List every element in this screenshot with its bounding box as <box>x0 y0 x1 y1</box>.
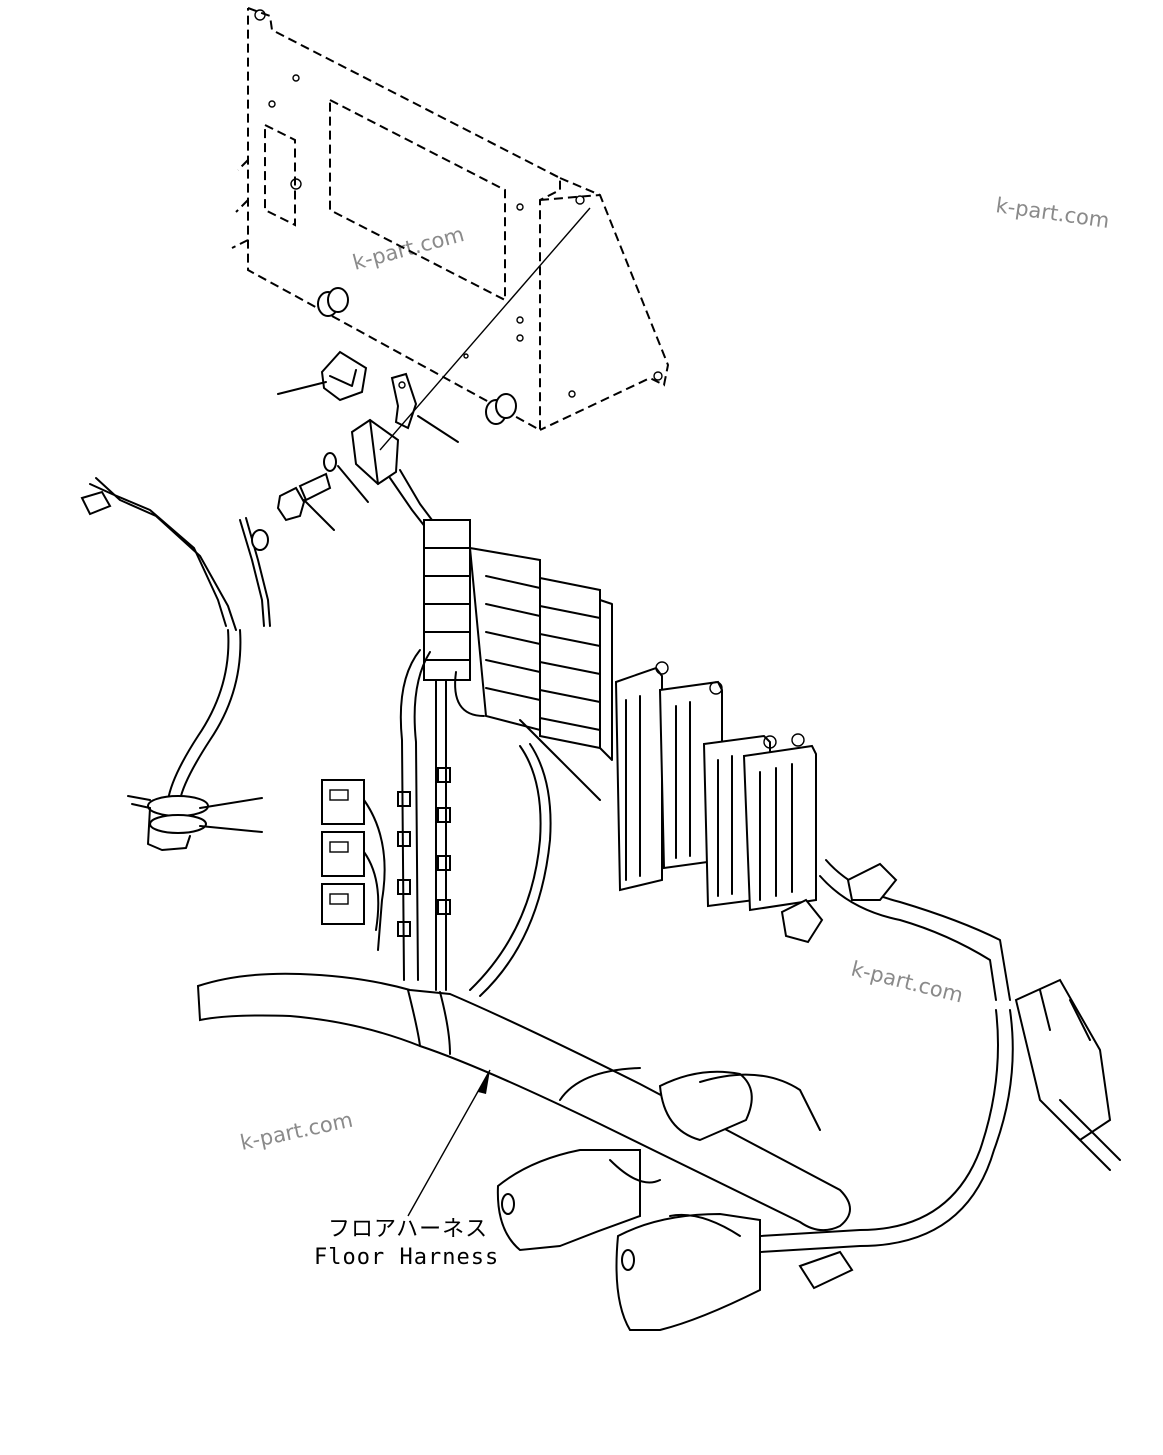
bolt-part <box>276 472 335 531</box>
mounting-bracket <box>231 7 670 432</box>
callout-arrowhead <box>478 1070 490 1094</box>
clip-part <box>277 350 368 402</box>
floor-harness-label-jp: フロアハーネス <box>328 1217 488 1242</box>
relay-block <box>423 519 613 761</box>
watermark: k-part.com <box>350 222 467 275</box>
watermark: k-part.com <box>238 1108 355 1155</box>
ground-bracket-part <box>390 372 459 443</box>
grommet-harness <box>80 477 271 851</box>
floor-harness-callout: フロアハーネス Floor Harness <box>314 1069 499 1270</box>
branch-wires <box>399 649 1121 1253</box>
washer-part <box>323 452 369 503</box>
floor-harness-label-en: Floor Harness <box>314 1245 499 1270</box>
lower-connectors <box>496 1070 854 1331</box>
main-harness-trunk <box>196 972 851 1232</box>
watermark: k-part.com <box>849 957 966 1008</box>
watermark: k-part.com <box>994 193 1111 233</box>
callout-leader-line <box>407 1069 491 1217</box>
relay-connector-top <box>350 207 591 529</box>
connector-stack <box>321 767 451 951</box>
fuse-box-units <box>614 661 817 912</box>
